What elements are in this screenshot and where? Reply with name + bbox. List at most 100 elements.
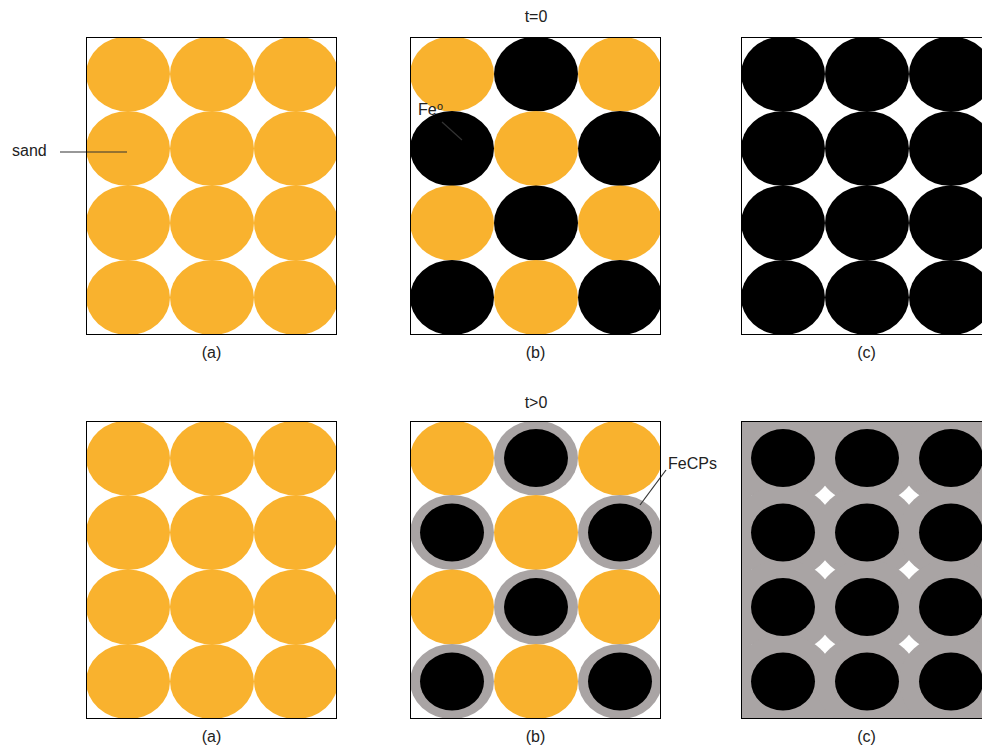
- iron-grain: [825, 37, 909, 112]
- panel-box: (b): [410, 421, 661, 719]
- leader-line: [60, 151, 127, 152]
- sand-grain: [578, 37, 661, 112]
- iron-core: [588, 653, 652, 711]
- time-label: t=0: [525, 8, 548, 26]
- panel-box: (a): [86, 37, 337, 335]
- particle-panel: [410, 421, 661, 719]
- corrosion-layer: [494, 570, 578, 645]
- sand-grain: [254, 260, 337, 335]
- sand-grain: [254, 111, 337, 186]
- iron-core: [751, 429, 815, 487]
- sand-grain: [494, 495, 578, 570]
- iron-grain: [578, 260, 661, 335]
- material-label: Fe⁰: [418, 100, 443, 119]
- iron-core: [420, 504, 484, 562]
- iron-grain: [825, 260, 909, 335]
- sand-grain: [86, 37, 170, 112]
- panel-box: (c): [741, 421, 982, 719]
- iron-grain: [494, 186, 578, 261]
- corrosion-layer: [494, 421, 578, 496]
- sand-grain: [86, 260, 170, 335]
- sand-grain: [86, 570, 170, 645]
- iron-core: [751, 578, 815, 636]
- iron-core: [919, 504, 982, 562]
- sand-grain: [578, 186, 661, 261]
- corrosion-layer: [578, 644, 661, 719]
- sand-grain: [254, 570, 337, 645]
- time-label: t>0: [525, 394, 548, 412]
- sand-grain: [254, 421, 337, 496]
- iron-core: [835, 504, 899, 562]
- sand-grain: [578, 570, 661, 645]
- panel-box: (b): [410, 37, 661, 335]
- corrosion-layer: [578, 495, 661, 570]
- iron-grain: [741, 111, 825, 186]
- iron-core: [420, 653, 484, 711]
- iron-core: [751, 504, 815, 562]
- panel-box: (a): [86, 421, 337, 719]
- particle-panel: [741, 37, 982, 335]
- panel-caption: (b): [411, 344, 660, 362]
- sand-grain: [578, 421, 661, 496]
- sand-grain: [254, 495, 337, 570]
- panel-caption: (a): [87, 728, 336, 746]
- sand-grain: [86, 421, 170, 496]
- sand-grain: [86, 644, 170, 719]
- iron-grain: [909, 260, 982, 335]
- sand-grain: [410, 421, 494, 496]
- iron-grain: [741, 260, 825, 335]
- panel-caption: (b): [411, 728, 660, 746]
- sand-grain: [254, 37, 337, 112]
- iron-grain: [741, 37, 825, 112]
- iron-core: [504, 429, 568, 487]
- iron-grain: [410, 260, 494, 335]
- corrosion-layer: [899, 635, 982, 720]
- sand-grain: [86, 186, 170, 261]
- iron-core: [835, 653, 899, 711]
- iron-grain: [825, 111, 909, 186]
- sand-grain: [170, 186, 254, 261]
- iron-grain: [741, 186, 825, 261]
- iron-core: [919, 653, 982, 711]
- iron-core: [835, 429, 899, 487]
- sand-grain: [170, 570, 254, 645]
- sand-grain: [170, 37, 254, 112]
- sand-grain: [86, 495, 170, 570]
- particle-panel: [86, 37, 337, 335]
- iron-grain: [909, 186, 982, 261]
- panel-caption: (c): [742, 728, 982, 746]
- leader-line: [640, 470, 666, 505]
- iron-grain: [410, 111, 494, 186]
- iron-core: [504, 578, 568, 636]
- sand-grain: [170, 495, 254, 570]
- sand-grain: [170, 260, 254, 335]
- sand-grain: [170, 644, 254, 719]
- particle-panel: [86, 421, 337, 719]
- sand-grain: [410, 570, 494, 645]
- sand-grain: [170, 111, 254, 186]
- iron-core: [751, 653, 815, 711]
- iron-core: [919, 578, 982, 636]
- particle-panel: [741, 421, 982, 719]
- sand-grain: [494, 644, 578, 719]
- iron-core: [919, 429, 982, 487]
- iron-grain: [494, 37, 578, 112]
- material-label: FeCPs: [668, 455, 717, 473]
- sand-grain: [410, 37, 494, 112]
- iron-grain: [578, 111, 661, 186]
- iron-grain: [825, 186, 909, 261]
- iron-core: [588, 504, 652, 562]
- panel-caption: (c): [742, 344, 982, 362]
- particle-panel: [410, 37, 661, 335]
- sand-grain: [410, 186, 494, 261]
- sand-grain: [86, 111, 170, 186]
- leader-line: [442, 122, 462, 140]
- sand-grain: [254, 186, 337, 261]
- sand-grain: [254, 644, 337, 719]
- iron-core: [835, 578, 899, 636]
- panel-caption: (a): [87, 344, 336, 362]
- material-label: sand: [12, 142, 47, 160]
- sand-grain: [494, 111, 578, 186]
- sand-grain: [170, 421, 254, 496]
